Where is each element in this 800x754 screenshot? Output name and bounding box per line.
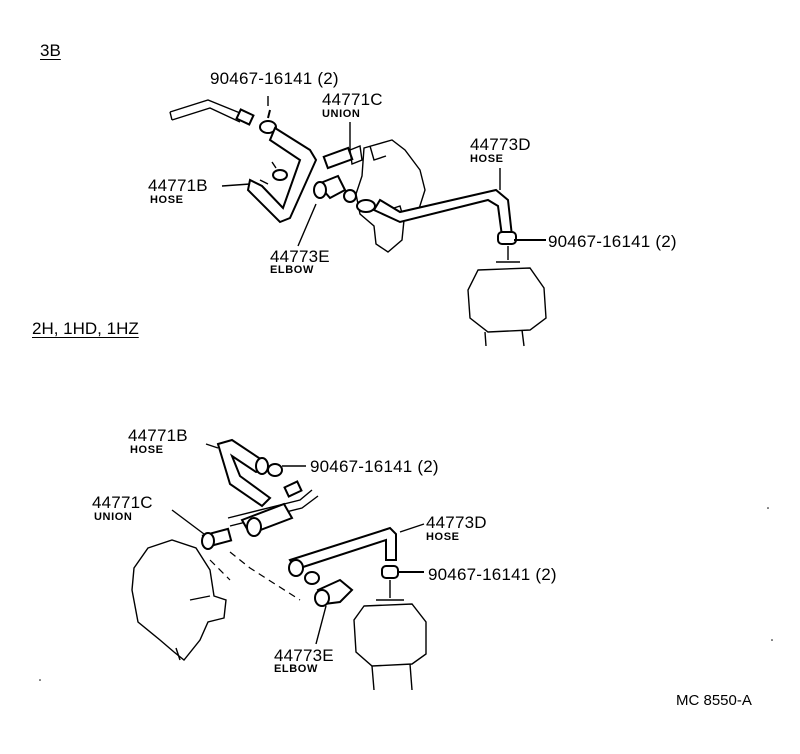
- top-hose-b-part-number: 44771B: [148, 176, 208, 195]
- section-title-2h-1hd-1hz: 2H, 1HD, 1HZ: [32, 319, 139, 338]
- bottom-hose-b-part-number: 44771B: [128, 426, 188, 445]
- top-hose-d-name: HOSE: [470, 153, 504, 165]
- top-hose-d-part-number: 44773D: [470, 135, 531, 154]
- top-assembly-drawing: [169, 96, 547, 347]
- bottom-elbow-part-number: 44773E: [274, 646, 334, 665]
- bottom-union-name: UNION: [94, 511, 133, 523]
- top-clamp-b-part-number: 90467-16141 (2): [548, 232, 677, 251]
- bottom-hose-d-name: HOSE: [426, 531, 460, 543]
- bottom-elbow-name: ELBOW: [274, 663, 318, 675]
- top-elbow-part-number: 44773E: [270, 247, 330, 266]
- top-elbow-name: ELBOW: [270, 264, 314, 276]
- bottom-union-part-number: 44771C: [92, 493, 153, 512]
- top-hose-b-name: HOSE: [150, 194, 184, 206]
- section-title-3b: 3B: [40, 41, 61, 60]
- top-union-name: UNION: [322, 108, 361, 120]
- bottom-assembly-drawing: [131, 438, 427, 691]
- bottom-hose-b-name: HOSE: [130, 444, 164, 456]
- bottom-hose-d-part-number: 44773D: [426, 513, 487, 532]
- diagram-code: MC 8550-A: [676, 692, 752, 709]
- top-clamp-a-part-number: 90467-16141 (2): [210, 69, 339, 88]
- top-union-part-number: 44771C: [322, 90, 383, 109]
- bottom-clamp-a-part-number: 90467-16141 (2): [310, 457, 439, 476]
- bottom-clamp-b-part-number: 90467-16141 (2): [428, 565, 557, 584]
